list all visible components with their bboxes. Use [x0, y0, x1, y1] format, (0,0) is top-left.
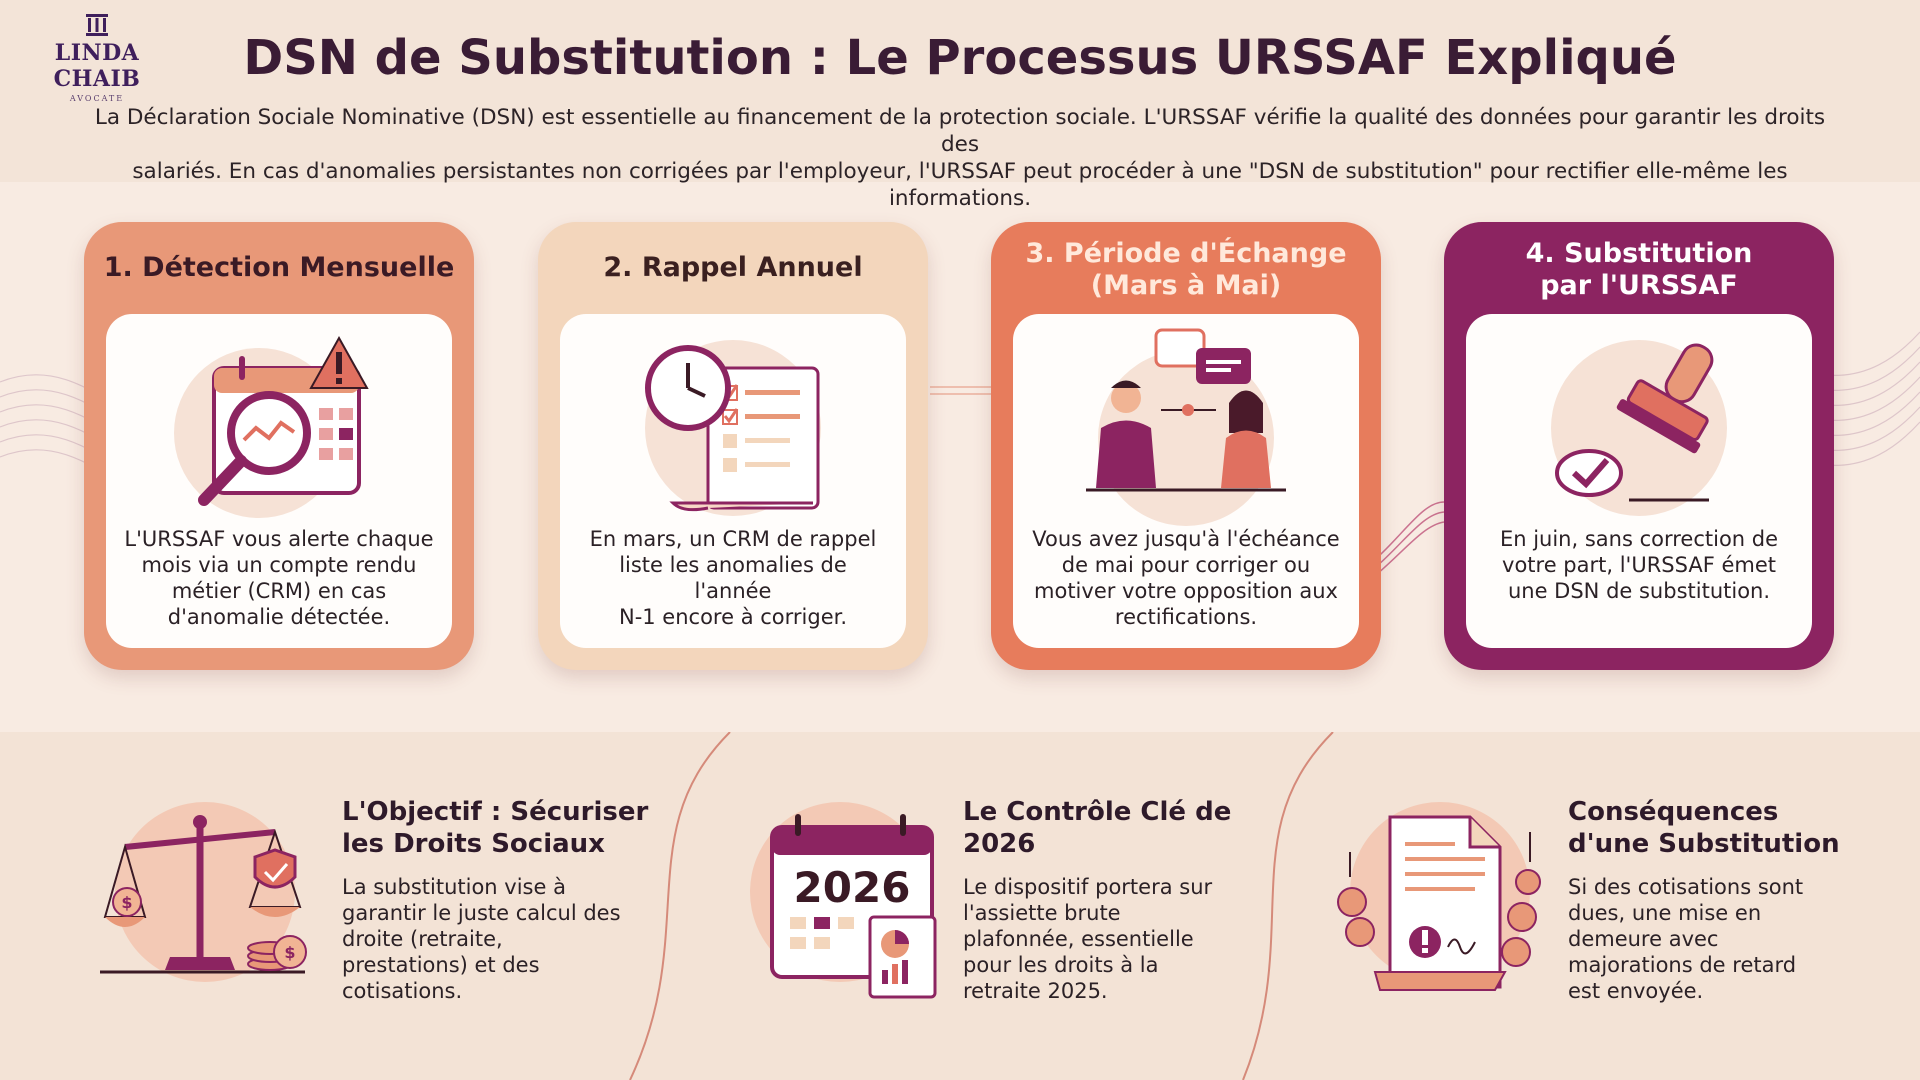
- step-4-text-line: votre part, l'URSSAF émet: [1502, 553, 1776, 577]
- two-people-dialogue-icon: [1066, 328, 1306, 528]
- step-4-body: En juin, sans correction de votre part, …: [1466, 314, 1812, 648]
- step-1-title: 1. Détection Mensuelle: [103, 252, 455, 283]
- control-2026-text: Le dispositif portera sur l'assiette bru…: [963, 874, 1212, 1004]
- step-2-text-line: En mars, un CRM de rappel: [589, 527, 877, 551]
- header: LINDA CHAIB AVOCATE DSN de Substitution …: [0, 0, 1920, 211]
- consequences-text-line: demeure avec: [1568, 927, 1719, 951]
- step-card-4: 4. Substitution par l'URSSAF En juin, sa…: [1444, 222, 1834, 670]
- step-1-body: L'URSSAF vous alerte chaque mois via un …: [106, 314, 452, 648]
- objective-title: L'Objectif : Sécuriser les Droits Sociau…: [342, 796, 648, 860]
- calendar-2026-icon: 2026: [730, 792, 950, 1012]
- calendar-year: 2026: [794, 863, 911, 912]
- step-2-text: En mars, un CRM de rappel liste les anom…: [578, 526, 888, 630]
- step-3-title-line-1: 3. Période d'Échange: [1025, 238, 1347, 269]
- logo: LINDA CHAIB AVOCATE: [12, 12, 182, 103]
- intro-line-1: La Déclaration Sociale Nominative (DSN) …: [94, 105, 1826, 157]
- bottom-section: $ $ L'Objectif : Sécuriser les Droits So…: [0, 732, 1920, 1080]
- step-3-text-line: motiver votre opposition aux: [1034, 579, 1338, 603]
- step-3-body: Vous avez jusqu'à l'échéance de mai pour…: [1013, 314, 1359, 648]
- intro-text: La Déclaration Sociale Nominative (DSN) …: [80, 104, 1840, 212]
- consequences-title-line-2: d'une Substitution: [1568, 829, 1840, 859]
- step-card-2: 2. Rappel Annuel E: [538, 222, 928, 670]
- scale-shield-coins-icon: $ $: [95, 792, 315, 1012]
- step-4-title-line-2: par l'URSSAF: [1540, 270, 1738, 301]
- control-2026-text-line: pour les droits à la: [963, 953, 1159, 977]
- consequences-title: Conséquences d'une Substitution: [1568, 796, 1840, 860]
- objective-text-line: garantir le juste calcul des: [342, 901, 621, 925]
- control-2026-title: Le Contrôle Clé de 2026: [963, 796, 1231, 860]
- step-4-title: 4. Substitution par l'URSSAF: [1444, 238, 1834, 302]
- step-1-text-line: métier (CRM) en cas: [171, 579, 387, 603]
- step-2-text-line: N-1 encore à corriger.: [618, 605, 848, 629]
- objective-text: La substitution vise à garantir le juste…: [342, 874, 621, 1004]
- objective-title-line-2: les Droits Sociaux: [342, 829, 605, 859]
- objective-title-line-1: L'Objectif : Sécuriser: [342, 797, 649, 827]
- consequences-text-line: majorations de retard: [1568, 953, 1797, 977]
- intro-line-2: salariés. En cas d'anomalies persistante…: [132, 159, 1788, 211]
- control-2026-text-line: retraite 2025.: [963, 979, 1108, 1003]
- step-2-text-line: liste les anomalies de l'année: [619, 553, 847, 603]
- logo-name: LINDA CHAIB: [53, 40, 141, 92]
- consequences-title-line-1: Conséquences: [1568, 797, 1779, 827]
- objective-text-line: prestations) et des: [342, 953, 540, 977]
- step-card-3: 3. Période d'Échange (Mars à Mai): [991, 222, 1381, 670]
- step-card-1: 1. Détection Mensuelle: [84, 222, 474, 670]
- objective-text-line: La substitution vise à: [342, 875, 566, 899]
- section-dividers: [629, 732, 1334, 1080]
- control-2026-text-line: Le dispositif portera sur: [963, 875, 1213, 899]
- consequences-text-line: Si des cotisations sont: [1568, 875, 1804, 899]
- consequences-text: Si des cotisations sont dues, une mise e…: [1568, 874, 1803, 1004]
- step-3-title: 3. Période d'Échange (Mars à Mai): [991, 238, 1381, 302]
- control-2026-title-line-1: Le Contrôle Clé de: [963, 797, 1232, 827]
- consequences-block: Conséquences d'une Substitution Si des c…: [1310, 732, 1920, 1080]
- step-2-body: En mars, un CRM de rappel liste les anom…: [560, 314, 906, 648]
- step-3-text-line: rectifications.: [1114, 605, 1258, 629]
- step-2-title: 2. Rappel Annuel: [603, 252, 863, 283]
- clock-checklist-icon: [613, 328, 853, 528]
- step-3-text-line: Vous avez jusqu'à l'échéance: [1032, 527, 1340, 551]
- step-1-text: L'URSSAF vous alerte chaque mois via un …: [124, 526, 434, 630]
- step-4-title-line-1: 4. Substitution: [1525, 238, 1753, 269]
- svg-text:$: $: [284, 943, 295, 962]
- objective-block: $ $ L'Objectif : Sécuriser les Droits So…: [0, 732, 680, 1080]
- step-3-text-line: de mai pour corriger ou: [1061, 553, 1311, 577]
- step-4-text: En juin, sans correction de votre part, …: [1484, 526, 1794, 604]
- objective-text-line: droite (retraite,: [342, 927, 503, 951]
- control-2026-text-line: plafonnée, essentielle: [963, 927, 1194, 951]
- logo-subtitle: AVOCATE: [69, 94, 125, 103]
- objective-text-line: cotisations.: [342, 979, 463, 1003]
- step-1-text-line: L'URSSAF vous alerte chaque: [124, 527, 434, 551]
- page-title: DSN de Substitution : Le Processus URSSA…: [243, 30, 1677, 86]
- columns-icon: [86, 14, 108, 36]
- step-3-text: Vous avez jusqu'à l'échéance de mai pour…: [1031, 526, 1341, 630]
- calendar-magnifier-alert-icon: [159, 328, 399, 528]
- step-3-title-line-2: (Mars à Mai): [1090, 270, 1282, 301]
- control-2026-block: 2026 Le Contrôle Clé de 2026 Le disposit…: [700, 732, 1320, 1080]
- control-2026-title-line-2: 2026: [963, 829, 1036, 859]
- consequences-text-line: dues, une mise en: [1568, 901, 1762, 925]
- stamp-check-icon: [1519, 328, 1759, 528]
- svg-text:$: $: [121, 893, 132, 912]
- document-warning-coins-icon: [1330, 792, 1550, 1012]
- step-1-text-line: d'anomalie détectée.: [167, 605, 391, 629]
- control-2026-text-line: l'assiette brute: [963, 901, 1121, 925]
- step-1-text-line: mois via un compte rendu: [141, 553, 417, 577]
- step-4-text-line: une DSN de substitution.: [1507, 579, 1771, 603]
- step-4-text-line: En juin, sans correction de: [1499, 527, 1779, 551]
- consequences-text-line: est envoyée.: [1568, 979, 1704, 1003]
